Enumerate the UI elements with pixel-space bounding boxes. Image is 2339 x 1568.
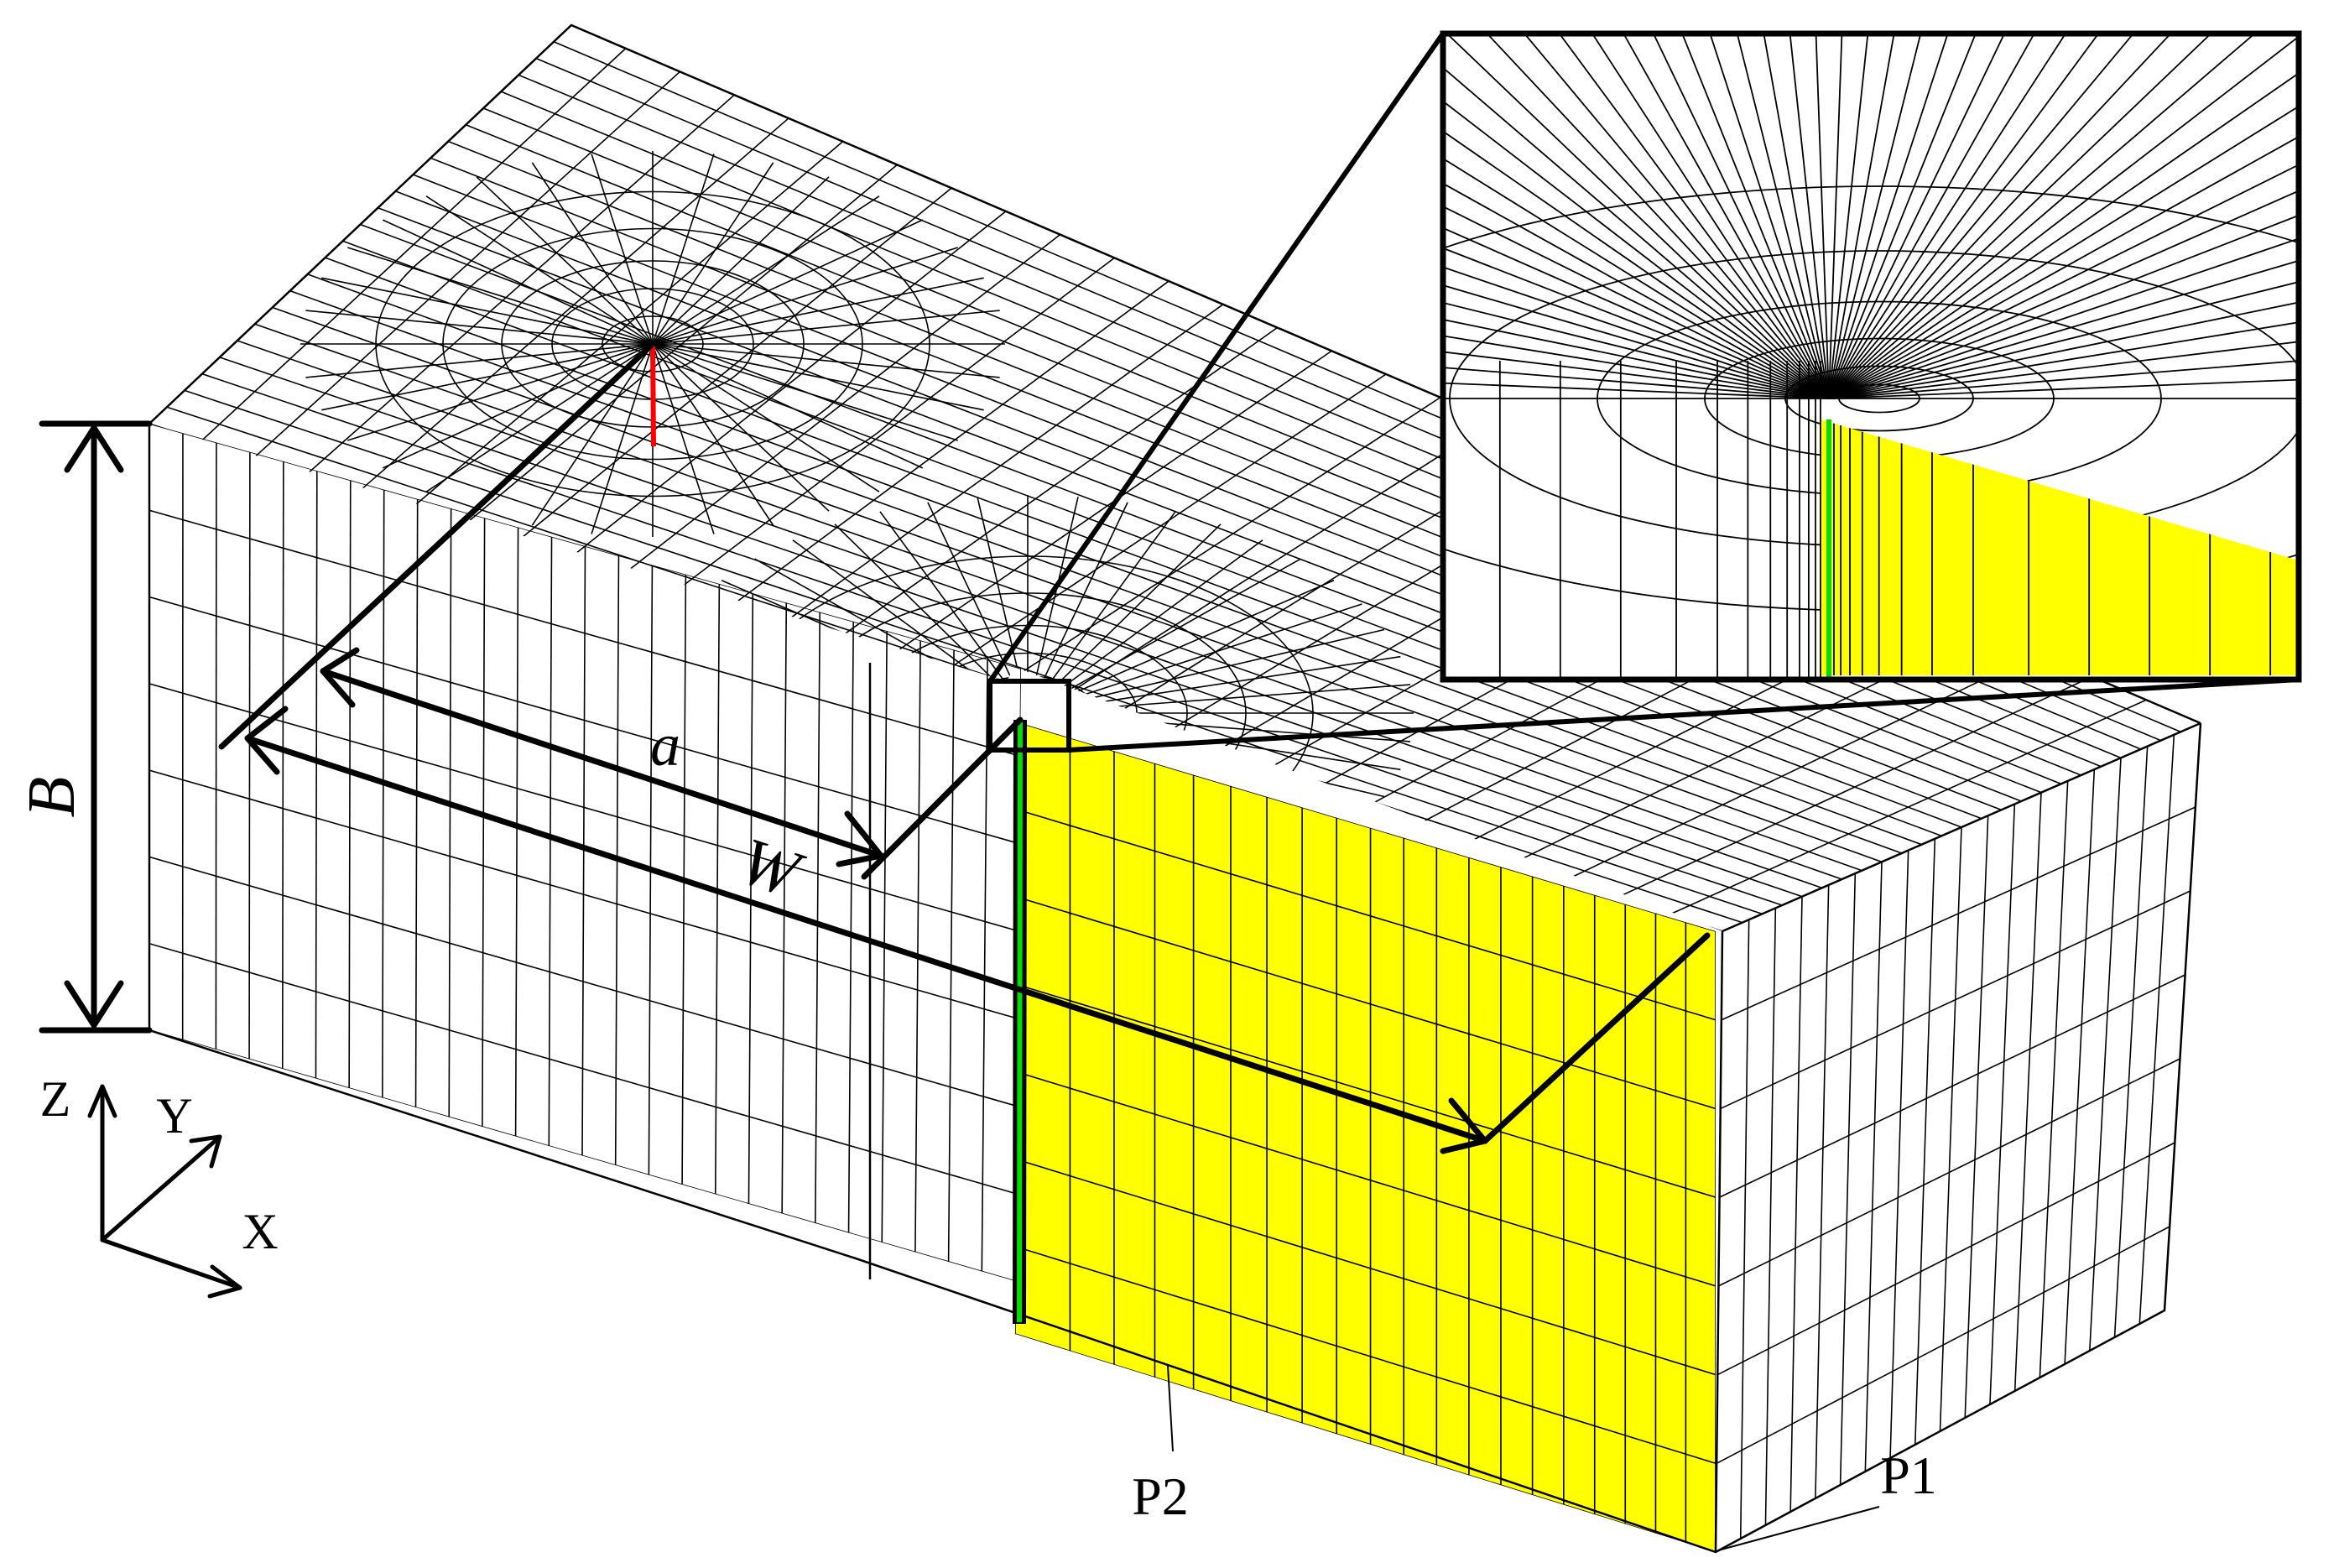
a-arrowhead-left [320,647,360,708]
front-face-mesh [149,424,1021,1281]
P2-leader [1167,1365,1174,1452]
crack-surface [1015,721,1716,1552]
inset-zoom [987,30,2302,753]
crack-front-extension [861,716,1024,880]
label-Y: Y [156,1088,192,1143]
y-arrowhead [189,1134,222,1169]
x-arrowhead [207,1264,242,1299]
label-Z: Z [40,1071,71,1127]
notch-extension [218,341,656,750]
a-arrowhead-right [836,810,884,867]
label-P2: P2 [1132,1466,1189,1526]
W-dimension-line [244,735,1488,1144]
label-X: X [242,1204,278,1259]
x-axis [100,1237,242,1290]
dimension-annotations [39,341,1711,1154]
crack-surface-fill [1015,721,1716,1552]
crack-front-line-green [1017,721,1023,1323]
inset-connector-upper [987,32,1446,683]
y-axis [100,1134,222,1242]
zoom-region [987,679,1071,753]
point-leaders [1167,1365,1880,1551]
B-arrowhead-bottom [64,980,124,1029]
label-B: B [15,777,89,818]
notch-line [650,343,656,447]
B-arrowhead-top [64,425,124,473]
a-dimension-line [320,668,884,859]
coordinate-axes [87,1084,242,1299]
z-arrowhead [87,1084,117,1118]
inset-connector-lower [1068,677,2300,753]
back-extension [1482,932,1711,1144]
label-a: a [650,711,680,779]
label-P1: P1 [1880,1446,1937,1505]
inset-frame [1440,30,2302,683]
W-arrowhead-left [244,706,289,775]
P1-leader [1717,1506,1880,1551]
right-face-mesh [1716,723,2201,1552]
